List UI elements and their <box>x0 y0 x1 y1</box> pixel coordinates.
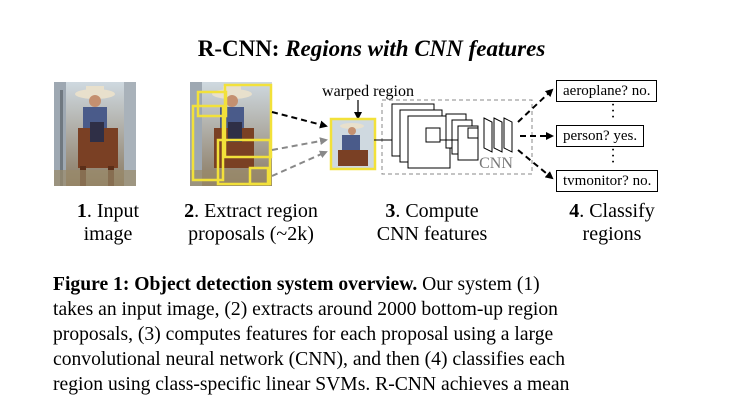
caption-line-1: Figure 1: Object detection system overvi… <box>53 272 540 297</box>
rcnn-diagram: warped region CNN <box>54 82 554 186</box>
cnn-label: CNN <box>479 155 513 172</box>
caption-line-2: takes an input image, (2) extracts aroun… <box>53 299 558 320</box>
vertical-dots-icon: ··· <box>610 142 616 171</box>
title-main: R-CNN: <box>197 36 280 61</box>
caption-label: Figure 1: <box>53 274 130 295</box>
title-italic: Regions with CNN features <box>285 36 546 61</box>
caption-line-4: convolutional neural network (CNN), and … <box>53 349 565 370</box>
class-tvmonitor: tvmonitor? no. <box>556 170 659 192</box>
warped-region-image <box>329 117 377 171</box>
input-image <box>54 82 136 186</box>
cnn-layers <box>391 103 513 169</box>
caption-text: Our system (1) <box>422 274 540 295</box>
caption-heading: Object detection system overview. <box>134 274 418 295</box>
caption-line-5: region using class-specific linear SVMs.… <box>53 374 570 395</box>
caption-line-3: proposals, (3) computes features for eac… <box>53 324 554 345</box>
warped-region-label: warped region <box>322 83 414 100</box>
vertical-dots-icon: ··· <box>610 97 616 126</box>
class-person: person? yes. <box>556 125 645 147</box>
figure-title: R-CNN: Regions with CNN features <box>0 36 743 62</box>
class-aeroplane: aeroplane? no. <box>556 80 658 102</box>
proposals-image <box>190 82 273 186</box>
